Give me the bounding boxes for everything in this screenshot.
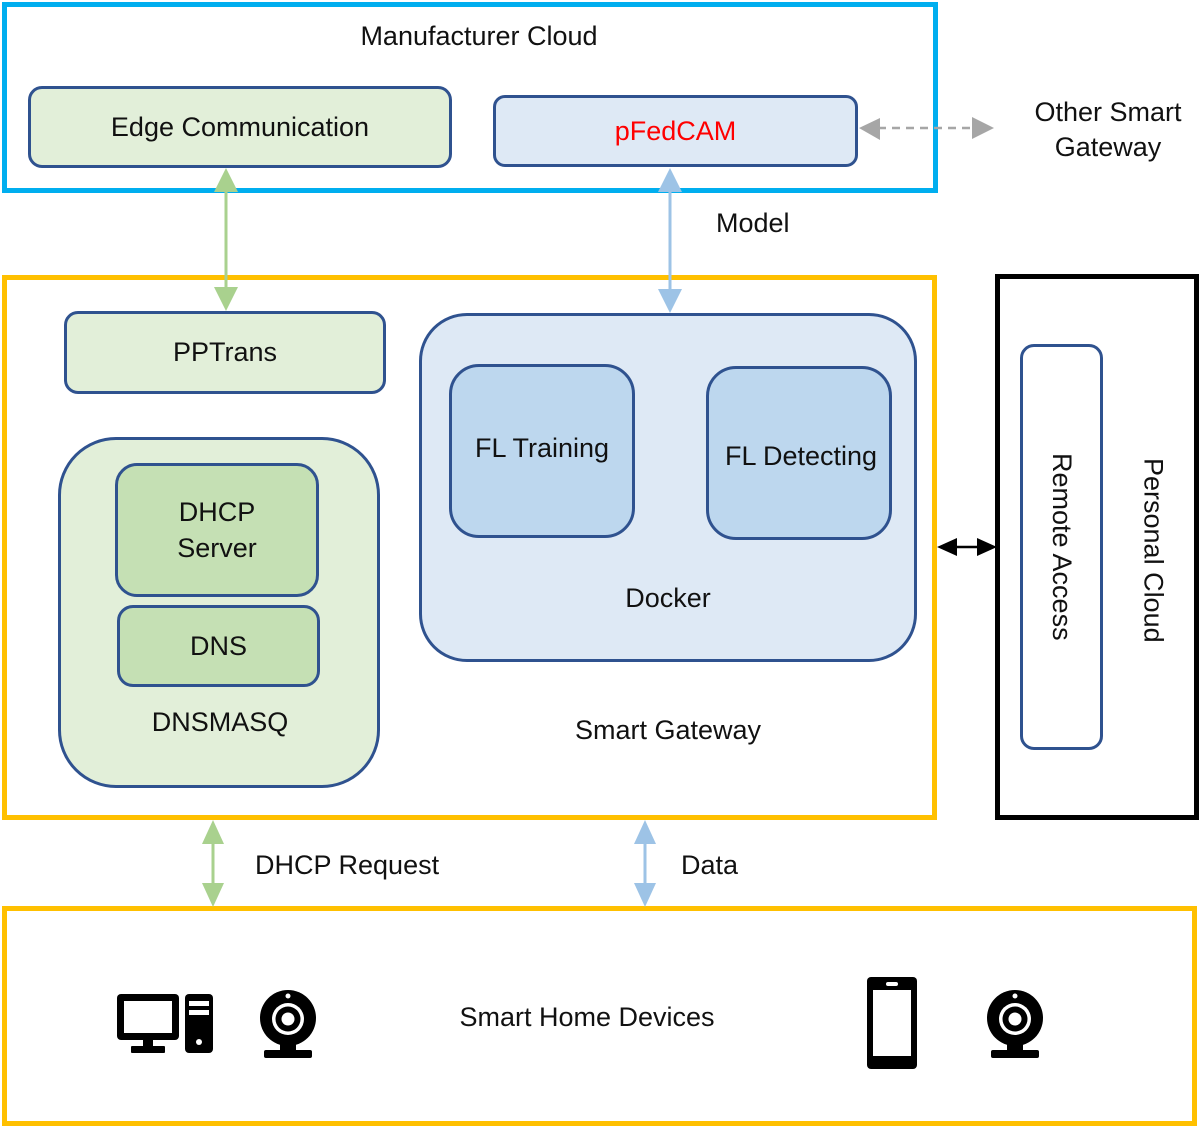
dhcp-server-box[interactable]: DHCP Server [115,463,319,597]
fl-training-label: FL Training [474,433,610,463]
personal-cloud-title-wrap: Personal Cloud [1125,330,1181,770]
fl-training-box[interactable]: FL Training [449,364,635,538]
smart-gateway-frame [2,275,937,820]
smart-gateway-title: Smart Gateway [574,715,762,745]
webcam-icon [987,990,1043,1058]
dnsmasq-label: DNSMASQ [151,707,289,737]
dhcp-server-line1: DHCP [178,497,256,527]
edge-communication-label: Edge Communication [110,111,370,142]
fl-detecting-label: FL Detecting [725,441,878,471]
fl-detecting-box[interactable]: FL Detecting [706,366,892,540]
manufacturer-cloud-title: Manufacturer Cloud [360,21,598,51]
smart-home-devices-title: Smart Home Devices [459,1002,715,1032]
data-arrow [634,820,656,907]
other-smart-gateway-label: Other Smart Gateway [1034,95,1181,165]
webcam-icon [260,990,316,1058]
dns-box[interactable]: DNS [117,605,320,687]
dhcp-server-line2: Server [177,533,257,563]
pptrans-box[interactable]: PPTrans [64,311,386,394]
personal-cloud-frame [995,274,1199,820]
remote-access-arrow [937,538,997,556]
remote-access-label: Remote Access [1047,453,1077,641]
smart-home-devices-frame [2,906,1197,1126]
pfedcam-box[interactable]: pFedCAM [493,95,858,167]
data-link-label: Data [681,850,739,880]
docker-label: Docker [625,583,711,613]
dns-label: DNS [189,630,247,661]
desktop-computer-icon [117,994,213,1053]
other-gateway-line2: Gateway [1054,132,1162,162]
remote-access-box[interactable]: Remote Access [1020,344,1103,750]
model-link-label: Model [716,208,790,238]
dhcp-request-arrow [202,820,224,907]
manufacturer-cloud-frame [2,2,938,193]
edge-communication-box[interactable]: Edge Communication [28,86,452,168]
dhcp-request-link-label: DHCP Request [255,850,440,880]
personal-cloud-title: Personal Cloud [1138,457,1169,643]
pfedcam-label: pFedCAM [614,115,737,146]
smartphone-icon [867,977,917,1069]
pptrans-label: PPTrans [172,337,278,367]
other-gateway-line1: Other Smart [1034,97,1182,127]
